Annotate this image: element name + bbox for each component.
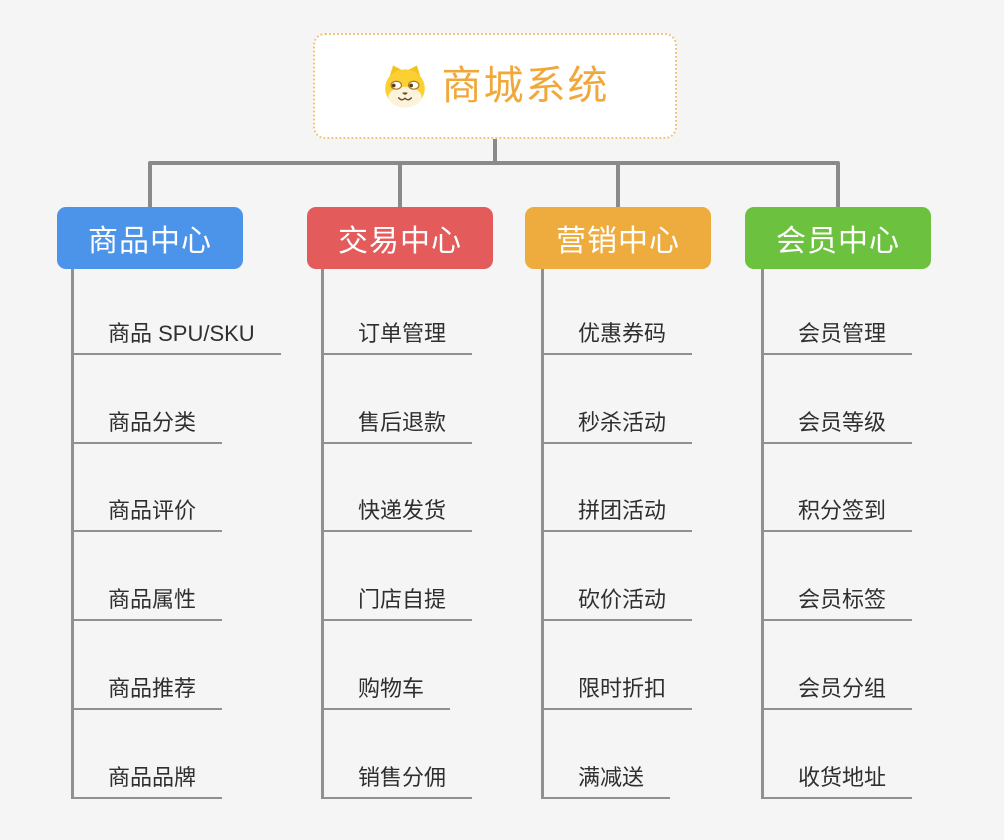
branch-connector-drop xyxy=(398,163,402,208)
leaf-topic[interactable]: 积分签到 xyxy=(764,498,913,532)
leaf-topic[interactable]: 收货地址 xyxy=(764,765,913,799)
leaf-topic[interactable]: 快递发货 xyxy=(324,498,473,532)
leaf-topic[interactable]: 会员分组 xyxy=(764,676,913,710)
leaf-topic[interactable]: 售后退款 xyxy=(324,410,473,444)
leaf-topic[interactable]: 会员标签 xyxy=(764,587,913,621)
leaf-topic[interactable]: 购物车 xyxy=(324,676,451,710)
branch-topic-trade[interactable]: 交易中心 xyxy=(307,207,493,269)
branch-connector-drop xyxy=(616,163,620,208)
leaf-topic[interactable]: 商品品牌 xyxy=(74,765,223,799)
leaf-topic[interactable]: 销售分佣 xyxy=(324,765,473,799)
leaf-topic[interactable]: 订单管理 xyxy=(324,321,473,355)
branch-connector-bus xyxy=(148,161,840,165)
leaf-topic[interactable]: 优惠券码 xyxy=(544,321,693,355)
leaf-topic[interactable]: 秒杀活动 xyxy=(544,410,693,444)
leaf-topic[interactable]: 商品分类 xyxy=(74,410,223,444)
leaf-topic[interactable]: 商品评价 xyxy=(74,498,223,532)
leaf-topic[interactable]: 拼团活动 xyxy=(544,498,693,532)
branch-topic-marketing[interactable]: 营销中心 xyxy=(525,207,711,269)
branch-topic-members[interactable]: 会员中心 xyxy=(745,207,931,269)
root-connector-stem xyxy=(493,138,497,165)
leaf-topic[interactable]: 满减送 xyxy=(544,765,671,799)
root-topic[interactable]: 商城系统 xyxy=(313,33,677,139)
leaf-topic[interactable]: 商品推荐 xyxy=(74,676,223,710)
dog-face-icon xyxy=(381,63,429,109)
branch-children-trade: 订单管理 售后退款 快递发货 门店自提 购物车 销售分佣 xyxy=(321,269,554,799)
branch-connector-drop xyxy=(836,163,840,208)
leaf-topic[interactable]: 会员等级 xyxy=(764,410,913,444)
leaf-topic[interactable]: 商品 SPU/SKU xyxy=(74,321,281,355)
leaf-topic[interactable]: 限时折扣 xyxy=(544,676,693,710)
root-topic-title: 商城系统 xyxy=(441,64,610,108)
branch-children-members: 会员管理 会员等级 积分签到 会员标签 会员分组 收货地址 xyxy=(761,269,994,799)
branch-topic-products[interactable]: 商品中心 xyxy=(57,207,243,269)
leaf-topic[interactable]: 门店自提 xyxy=(324,587,473,621)
branch-connector-drop xyxy=(148,163,152,208)
branch-children-products: 商品 SPU/SKU 商品分类 商品评价 商品属性 商品推荐 商品品牌 xyxy=(71,269,304,799)
branch-children-marketing: 优惠券码 秒杀活动 拼团活动 砍价活动 限时折扣 满减送 xyxy=(541,269,774,799)
leaf-topic[interactable]: 砍价活动 xyxy=(544,587,693,621)
leaf-topic[interactable]: 商品属性 xyxy=(74,587,223,621)
leaf-topic[interactable]: 会员管理 xyxy=(764,321,913,355)
